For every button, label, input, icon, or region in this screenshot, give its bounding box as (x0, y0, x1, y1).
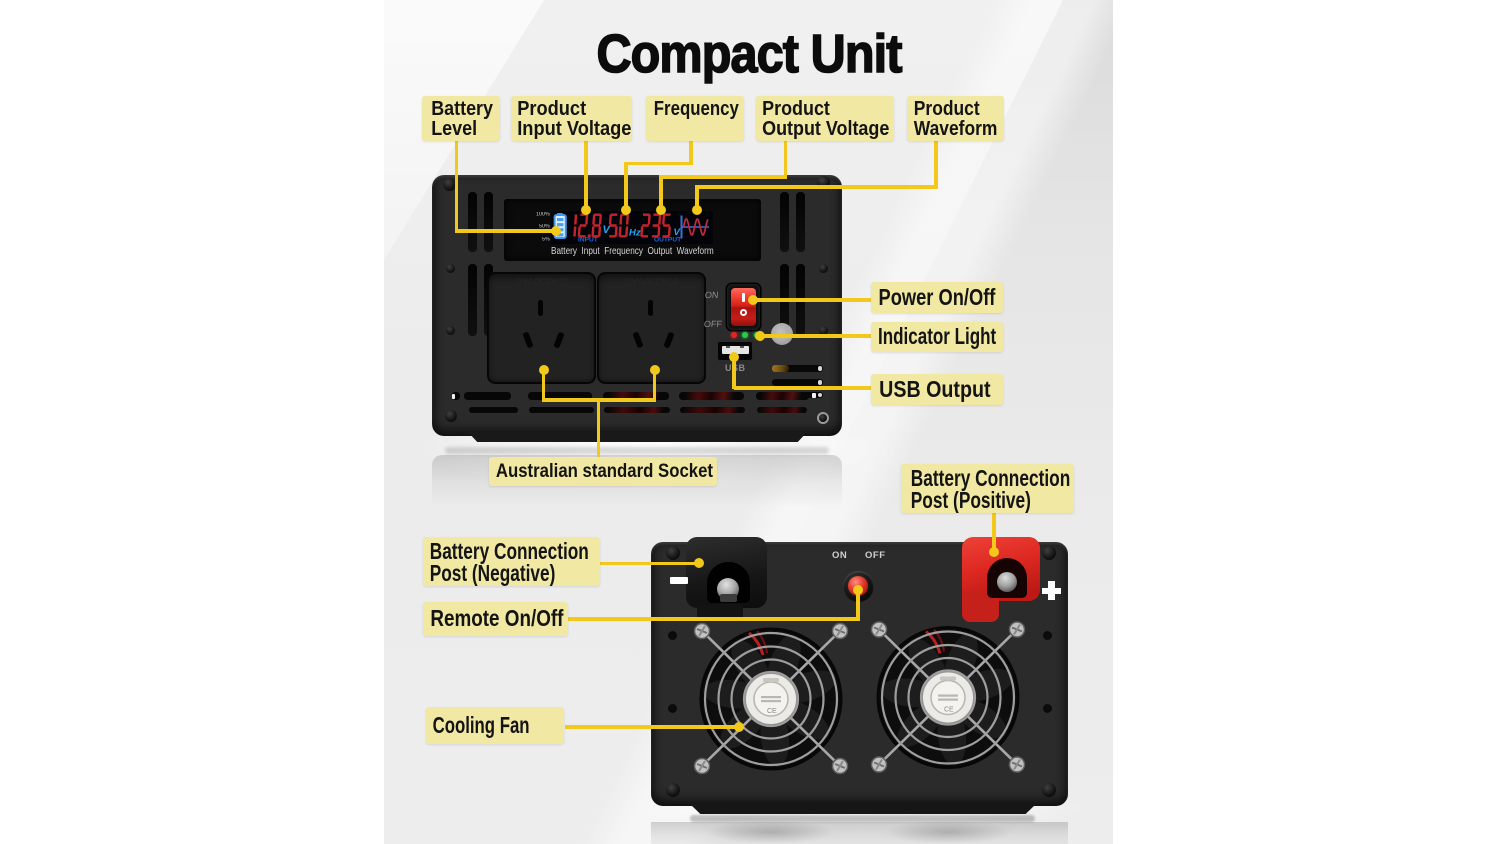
svg-text:V: V (603, 224, 612, 236)
svg-text:INPUT: INPUT (578, 237, 598, 244)
svg-text:V: V (674, 227, 681, 238)
svg-text:CE: CE (944, 707, 954, 714)
svg-text:OUTPUT: OUTPUT (654, 237, 681, 244)
svg-text:Hz: Hz (629, 228, 641, 239)
svg-text:CE: CE (767, 708, 777, 715)
